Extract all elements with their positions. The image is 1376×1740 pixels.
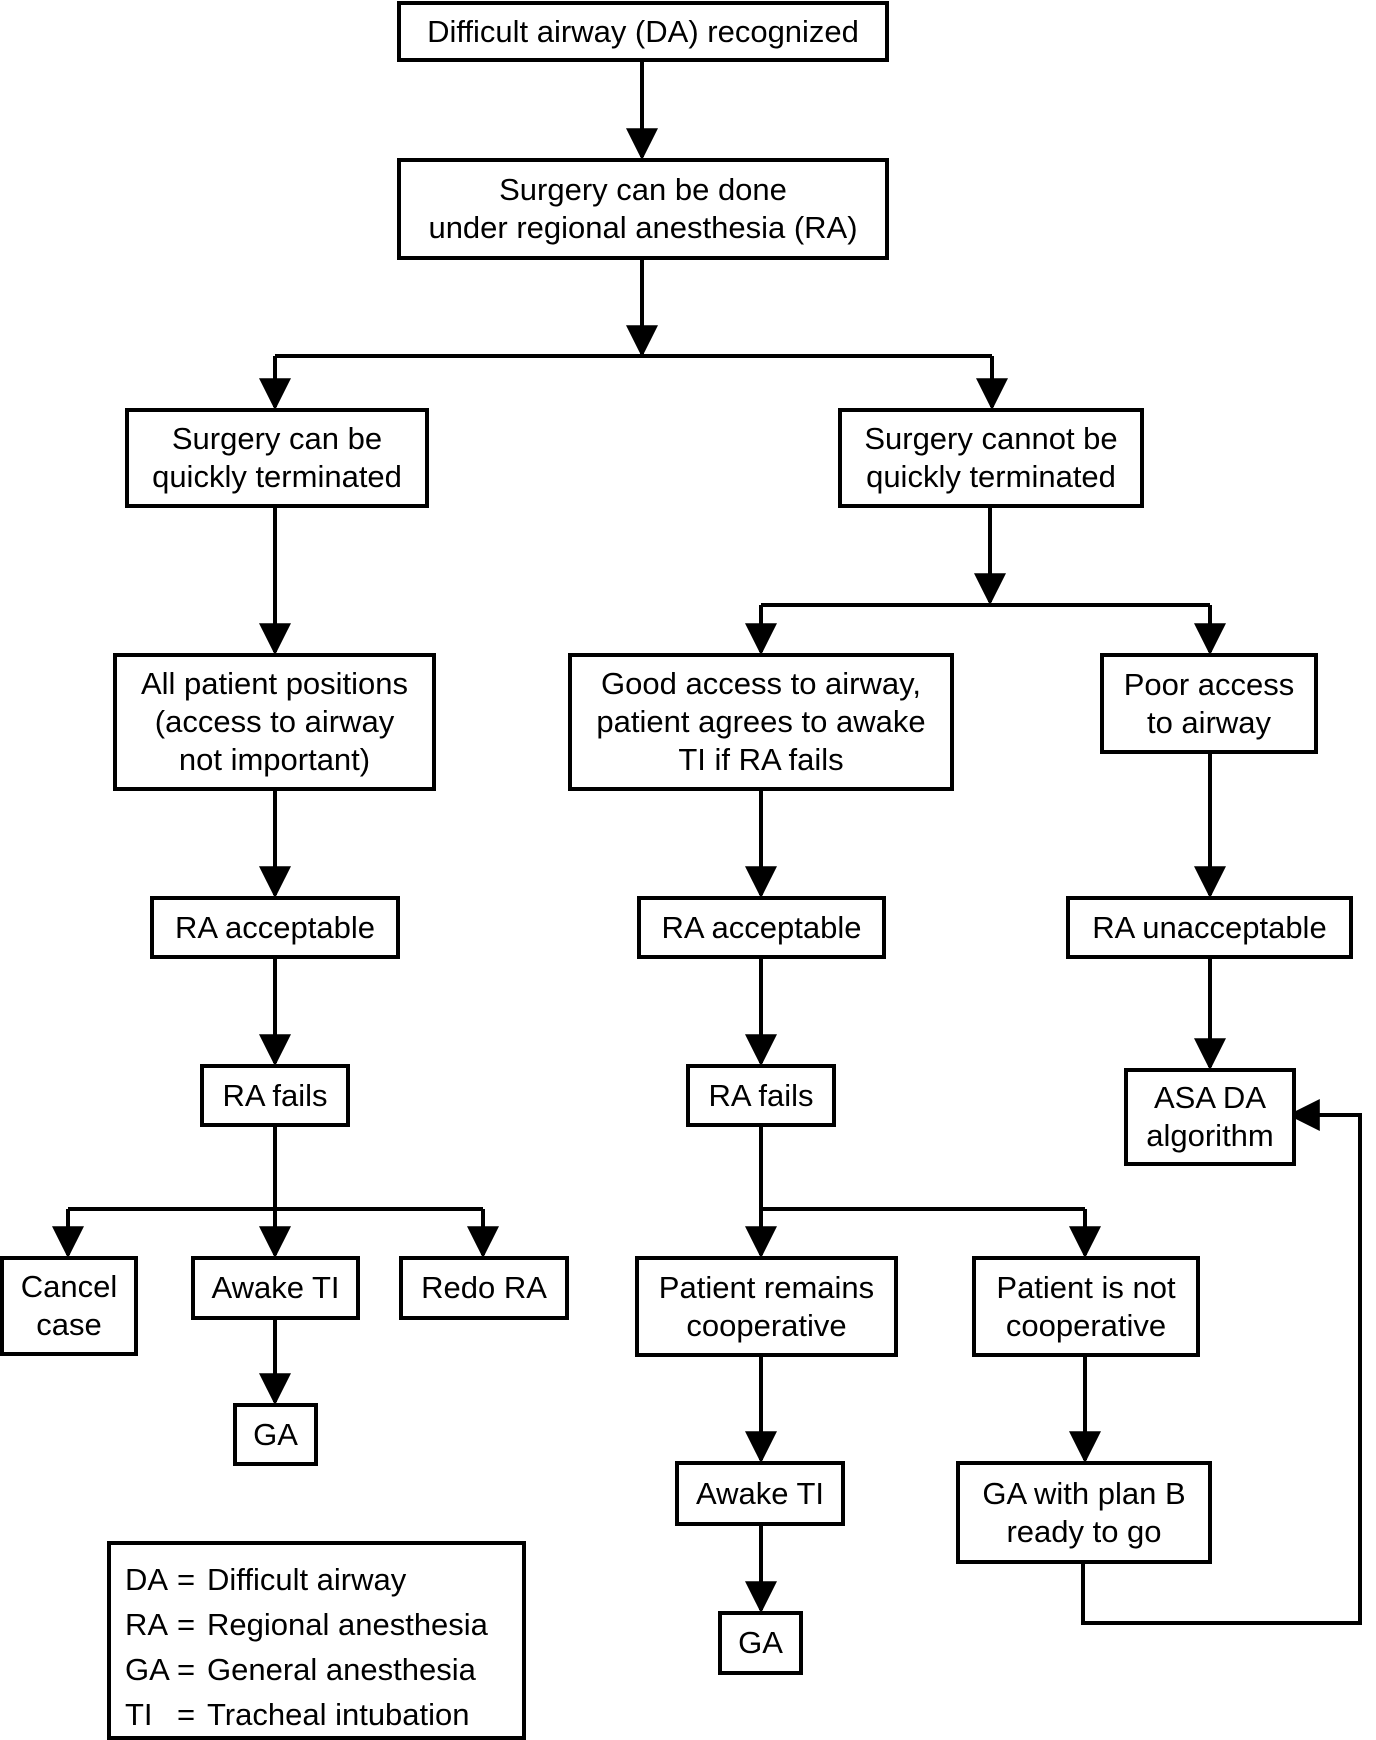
node-ra-unacceptable: RA unacceptable (1066, 896, 1353, 959)
legend-text: Tracheal intubation (207, 1697, 470, 1732)
legend-text: Difficult airway (207, 1562, 407, 1597)
legend-abbr: TI (125, 1697, 153, 1732)
legend-abbr: RA (125, 1607, 169, 1642)
legend-row: GA= General anesthesia (125, 1647, 522, 1692)
legend-abbr: GA (125, 1652, 170, 1687)
edge-ga-plan-b-to-asa (1081, 1099, 1362, 1625)
legend-row: TI = Tracheal intubation (125, 1692, 522, 1737)
node-patient-not-cooperative: Patient is not cooperative (972, 1256, 1200, 1357)
node-ra-acceptable-mid: RA acceptable (637, 896, 886, 959)
node-all-positions: All patient positions (access to airway … (113, 653, 436, 791)
legend-text: Regional anesthesia (207, 1607, 488, 1642)
legend-equals: = (177, 1562, 196, 1597)
node-da-recognized: Difficult airway (DA) recognized (397, 1, 889, 62)
legend-row: RA= Regional anesthesia (125, 1602, 522, 1647)
legend-equals: = (177, 1697, 196, 1732)
legend-text: General anesthesia (207, 1652, 476, 1687)
node-ga-plan-b: GA with plan B ready to go (956, 1461, 1212, 1564)
node-surgery-ra: Surgery can be done under regional anest… (397, 158, 889, 260)
node-asa-algorithm: ASA DA algorithm (1124, 1068, 1296, 1166)
node-patient-cooperative: Patient remains cooperative (635, 1256, 898, 1357)
node-awake-ti-left: Awake TI (191, 1256, 360, 1320)
legend-row: DA= Difficult airway (125, 1557, 522, 1602)
node-redo-ra: Redo RA (399, 1256, 569, 1320)
node-ra-fails-left: RA fails (200, 1064, 350, 1127)
node-ga-left: GA (233, 1403, 318, 1466)
legend-equals: = (177, 1607, 196, 1642)
abbreviation-legend: DA=Difficult airway RA=Regional anesthes… (107, 1541, 526, 1740)
node-quick-terminate: Surgery can be quickly terminated (125, 408, 429, 508)
node-ra-acceptable-left: RA acceptable (150, 896, 400, 959)
node-cancel-case: Cancel case (0, 1256, 138, 1356)
legend-equals: = (177, 1652, 196, 1687)
node-good-access: Good access to airway, patient agrees to… (568, 653, 954, 791)
node-awake-ti-mid: Awake TI (675, 1461, 845, 1526)
node-ra-fails-mid: RA fails (686, 1064, 836, 1127)
legend-abbr: DA (125, 1562, 169, 1597)
node-ga-mid: GA (718, 1611, 803, 1675)
node-poor-access: Poor access to airway (1100, 653, 1318, 754)
node-not-quick-terminate: Surgery cannot be quickly terminated (838, 408, 1144, 508)
